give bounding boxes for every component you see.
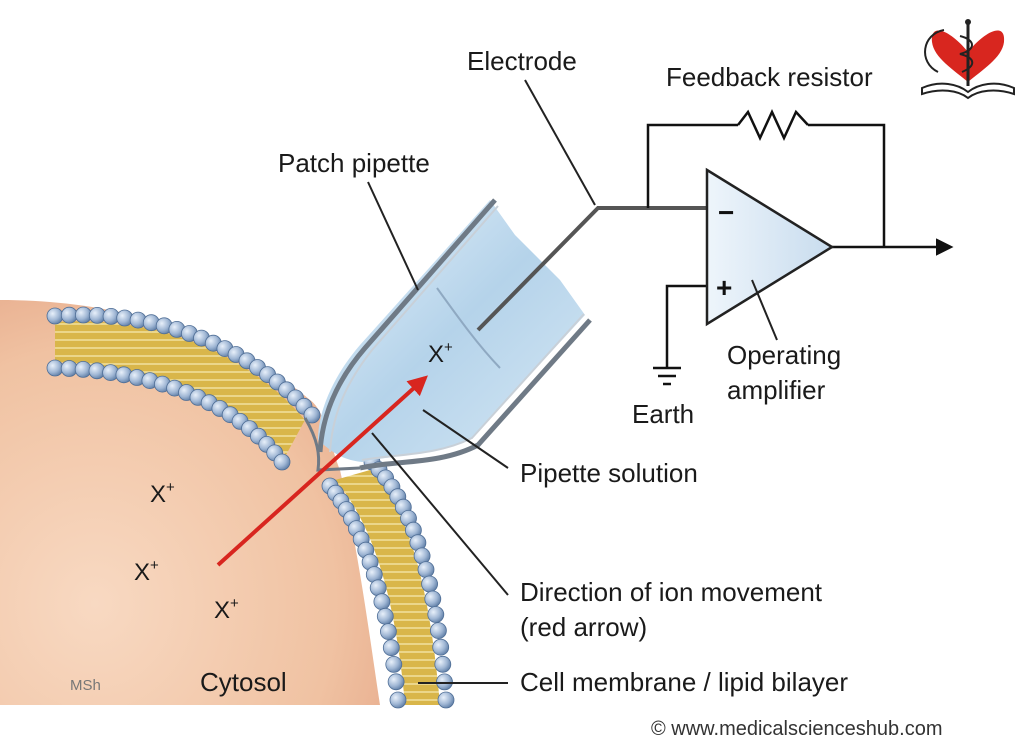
- phospholipid-head: [387, 673, 405, 691]
- inverting-input-sign: −: [718, 197, 734, 228]
- earth-ground-icon: [653, 366, 681, 386]
- phospholipid-head: [376, 607, 394, 625]
- heart-caduceus-book-logo: [921, 19, 1015, 100]
- phospholipid-head: [436, 673, 453, 691]
- phospholipid-head: [60, 360, 78, 377]
- phospholipid-head: [389, 691, 407, 709]
- label-direction-line1: Direction of ion movement: [520, 577, 823, 607]
- ion-label-pipette: X+: [428, 339, 453, 368]
- artist-signature: MSh: [70, 677, 101, 694]
- phospholipid-head: [424, 590, 442, 608]
- patch-pipette: [303, 198, 592, 472]
- phospholipid-head: [429, 622, 447, 639]
- open-book-icon: [921, 82, 1015, 100]
- ion-label-cytosol-2: X+: [134, 557, 159, 586]
- phospholipid-head: [427, 606, 445, 623]
- stethoscope-icon: [924, 29, 945, 73]
- phospholipid-head: [273, 453, 291, 471]
- phospholipid-head: [434, 655, 452, 673]
- phospholipid-head: [437, 691, 455, 709]
- phospholipid-head: [60, 306, 78, 324]
- ion-label-cytosol-1: X+: [150, 479, 175, 508]
- feedback-resistor-icon: [737, 109, 809, 141]
- label-pipette-solution: Pipette solution: [520, 458, 698, 488]
- upper-outer-head-groups: [46, 306, 321, 424]
- label-earth: Earth: [632, 399, 694, 429]
- phospholipid-head: [46, 359, 64, 377]
- label-cytosol: Cytosol: [200, 667, 287, 697]
- label-patch-pipette: Patch pipette: [278, 148, 430, 178]
- phospholipid-head: [421, 575, 439, 593]
- phospholipid-head: [382, 639, 400, 657]
- operating-amplifier-icon: [705, 167, 835, 327]
- phospholipid-head: [417, 561, 435, 578]
- label-cell-membrane: Cell membrane / lipid bilayer: [520, 667, 848, 697]
- lower-inner-head-groups: [321, 477, 407, 709]
- ion-movement-arrow: [216, 375, 428, 567]
- label-amplifier-line2: amplifier: [727, 375, 826, 405]
- phospholipid-head: [432, 638, 450, 656]
- label-direction-line2: (red arrow): [520, 612, 647, 642]
- label-electrode: Electrode: [467, 46, 577, 76]
- ion-label-cytosol-3: X+: [214, 595, 239, 624]
- phospholipid-head: [379, 623, 397, 640]
- label-amplifier-line1: Operating: [727, 340, 841, 370]
- non-inverting-input-sign: +: [716, 272, 732, 303]
- copyright-notice: © www.medicalscienceshub.com: [651, 718, 943, 740]
- label-feedback-resistor: Feedback resistor: [666, 62, 873, 92]
- circuit-wires: [646, 109, 954, 368]
- phospholipid-head: [303, 406, 321, 424]
- phospholipid-head: [385, 656, 403, 673]
- phospholipid-head: [46, 307, 64, 325]
- leader-lines: [367, 79, 778, 684]
- phospholipid-head: [373, 593, 391, 611]
- electrode-wire: [476, 206, 710, 332]
- upper-membrane: [46, 306, 321, 471]
- upper-inner-head-groups: [46, 359, 291, 471]
- phospholipid-head: [369, 579, 387, 597]
